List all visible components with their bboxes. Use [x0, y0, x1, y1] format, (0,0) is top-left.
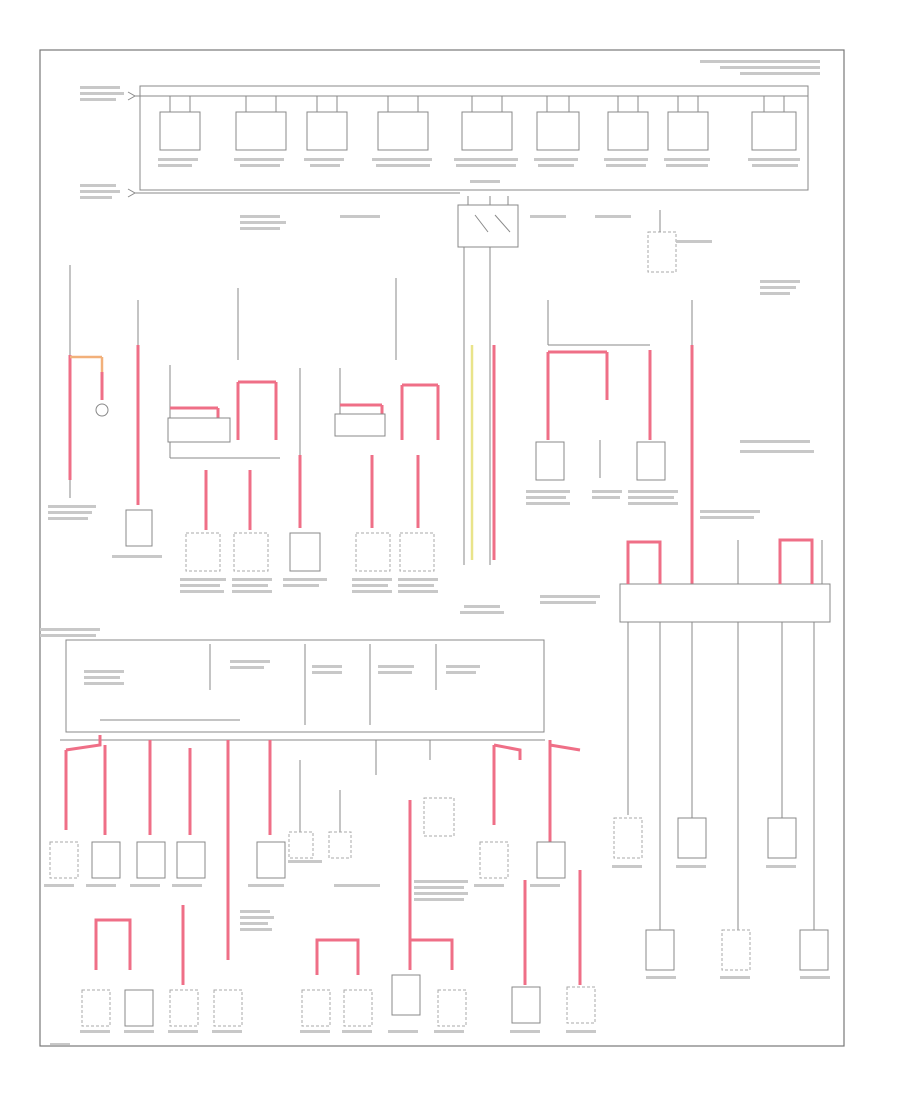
right-splice-pack	[613, 538, 831, 971]
ignition-feed-wire	[470, 345, 496, 560]
fuse-cell-6	[536, 96, 580, 151]
fuse-cell-2	[235, 96, 287, 151]
injector-bank-a	[167, 288, 280, 572]
engine-control-module	[60, 639, 545, 741]
fuse-cell-5	[461, 96, 513, 151]
fuse-cell-7	[607, 96, 649, 151]
ecm-power-branch	[535, 300, 666, 481]
left-ground-branch	[68, 265, 109, 498]
injector-bank-b	[185, 278, 440, 572]
lower-injector-circuits	[49, 735, 596, 1024]
diagram-border	[39, 49, 845, 1047]
fuse-cell-8	[667, 96, 709, 151]
illegible-label-marks	[40, 60, 830, 1045]
bottom-injectors	[81, 905, 467, 1027]
fuse-cell-4	[377, 96, 429, 151]
sensor-branch-center	[289, 368, 321, 572]
fuse-cell-3	[306, 96, 348, 151]
fuse-cell-1	[159, 96, 201, 151]
fuse-cell-9	[751, 96, 797, 151]
fuel-pump-branch	[125, 300, 153, 547]
relay-small-block	[647, 210, 677, 273]
ignition-relay	[457, 196, 519, 565]
underhood-fuse-block	[127, 85, 809, 198]
